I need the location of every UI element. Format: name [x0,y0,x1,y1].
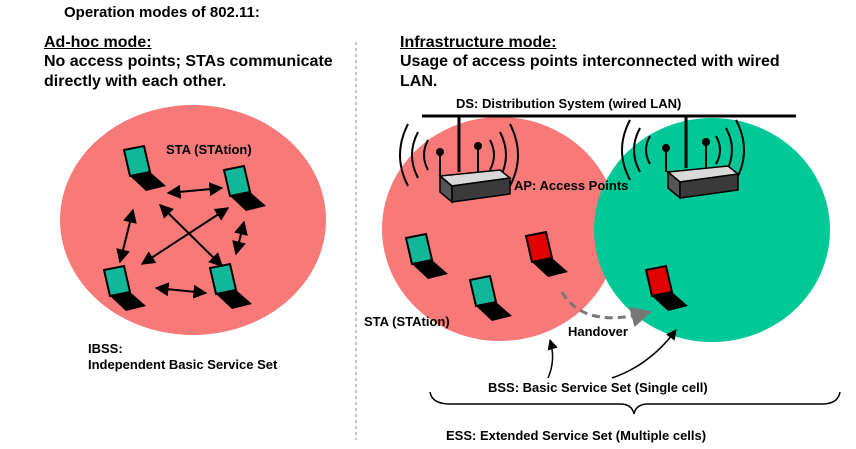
page-title: Operation modes of 802.11: [64,4,260,21]
access-point-1 [399,123,519,204]
handover-label: Handover [568,324,628,339]
link-arrow-1-3 [116,208,137,264]
infra-station-roaming-old [524,230,568,277]
ibss-label-line2: Independent Basic Service Set [88,357,278,372]
ds-label: DS: Distribution System (wired LAN) [456,96,682,111]
access-point-2 [621,119,745,200]
adhoc-description-line2: directly with each other. [44,73,227,90]
adhoc-sta-label: STA (STAtion) [166,142,252,157]
bss-pointer-right [611,329,677,379]
adhoc-station-1 [122,144,166,191]
ibss-label-line1: IBSS: [88,341,123,356]
link-arrow-2-4 [232,220,248,256]
link-arrow-3-4 [154,282,208,299]
infra-station-2 [468,274,512,321]
infra-description-line1: Usage of access points interconnected wi… [400,53,780,70]
adhoc-station-3 [102,264,146,311]
link-arrow-1-2 [166,182,224,199]
adhoc-description-line1: No access points; STAs communicate [44,53,333,70]
infra-heading: Infrastructure mode: [400,34,557,51]
bss-pointer-left [547,338,558,379]
ap-label: AP: Access Points [514,178,629,193]
infra-station-1 [404,232,448,279]
infra-description-line2: LAN. [400,73,438,90]
bss-cell-right [594,118,830,342]
ess-label: ESS: Extended Service Set (Multiple cell… [446,428,707,443]
infra-station-roaming-new [644,264,688,311]
ess-brace [429,391,841,415]
link-arrow-2-3 [140,207,230,265]
adhoc-station-4 [208,262,252,309]
ibss-cell [60,105,326,335]
adhoc-heading: Ad-hoc mode: [44,34,152,51]
bss-label: BSS: Basic Service Set (Single cell) [488,380,708,395]
handover-arrow [560,291,653,328]
infra-sta-label: STA (STAtion) [364,314,450,329]
adhoc-station-2 [222,164,266,211]
